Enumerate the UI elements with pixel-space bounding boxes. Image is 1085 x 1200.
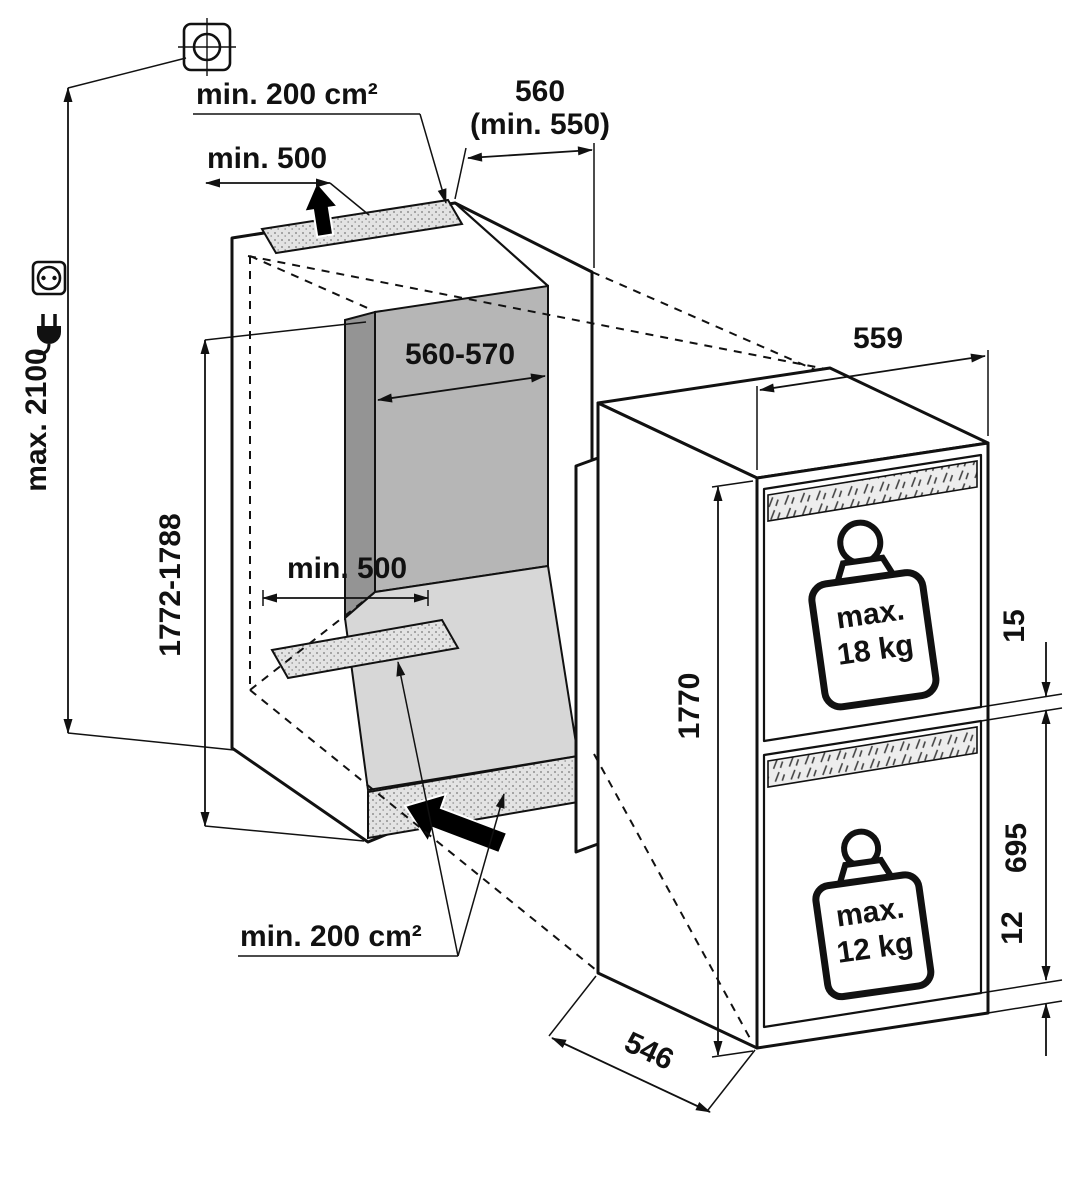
top-depth-min-label: (min. 550)	[470, 108, 610, 141]
hidden-edges	[249, 255, 375, 691]
lower-door-height-label: 695	[1000, 823, 1033, 873]
furniture-panel	[574, 456, 600, 854]
top-clearance-label: min. 500	[207, 142, 327, 175]
niche-floor	[343, 564, 580, 792]
bottom-gap-label: 12	[996, 911, 1029, 944]
top-vent-area-label: min. 200 cm²	[196, 78, 378, 111]
dim-floor-clearance: min. 500	[262, 552, 429, 606]
power-plug-icon	[32, 314, 61, 356]
airflow-arrow-bottom	[403, 792, 509, 855]
niche-width-label: 560-570	[405, 338, 515, 371]
bottom-vent-area-label: min. 200 cm²	[240, 920, 422, 953]
dimensions: max. 2100 min. 200 cm² min. 500 560 (min…	[20, 57, 1063, 1113]
lower-door-weight-icon: max. 12 kg	[812, 828, 935, 1001]
niche-height-label: 1772-1788	[154, 513, 187, 656]
airflow-arrow-top	[302, 180, 340, 239]
floor-clearance-label: min. 500	[287, 552, 407, 585]
cabinet-frame-edge	[454, 202, 549, 287]
niche-cabinet	[230, 180, 985, 855]
projection-lines-lower	[249, 689, 753, 1043]
dim-niche-height: 1772-1788	[154, 321, 367, 842]
appliance-height-label: 1770	[673, 673, 706, 740]
dim-top-depth: 560 (min. 550)	[454, 75, 610, 268]
top-depth-label: 560	[515, 75, 565, 108]
dim-top-vent-area: min. 200 cm²	[193, 78, 447, 204]
appliance: max. 18 kg max. 12 kg	[596, 366, 990, 1050]
top-vent-strip	[260, 198, 464, 255]
dim-appliance-width: 559	[756, 322, 989, 470]
floor-vent-strip	[270, 618, 460, 680]
overall-height-label: max. 2100	[20, 348, 53, 491]
dim-niche-width: 560-570	[377, 338, 546, 403]
adjustment-screw-icon	[178, 18, 236, 76]
weight-body	[808, 569, 940, 711]
weight-body	[812, 871, 935, 1001]
niche-back-wall	[374, 284, 549, 594]
power-outlet-icon	[31, 260, 67, 296]
dim-door-chain: 15 695 12	[980, 609, 1063, 1056]
appliance-depth-label: 546	[619, 1026, 678, 1077]
dim-bottom-vent-area: min. 200 cm²	[238, 661, 505, 957]
appliance-width-label: 559	[853, 322, 903, 355]
dim-top-clearance: min. 500	[205, 142, 370, 216]
top-gap-label: 15	[998, 609, 1031, 642]
upper-door-grille	[767, 460, 978, 522]
dim-overall-height: max. 2100	[20, 57, 235, 751]
dim-appliance-height: 1770	[673, 480, 754, 1058]
lower-door-grille	[767, 726, 978, 788]
upper-door-weight-icon: max. 18 kg	[808, 519, 940, 711]
